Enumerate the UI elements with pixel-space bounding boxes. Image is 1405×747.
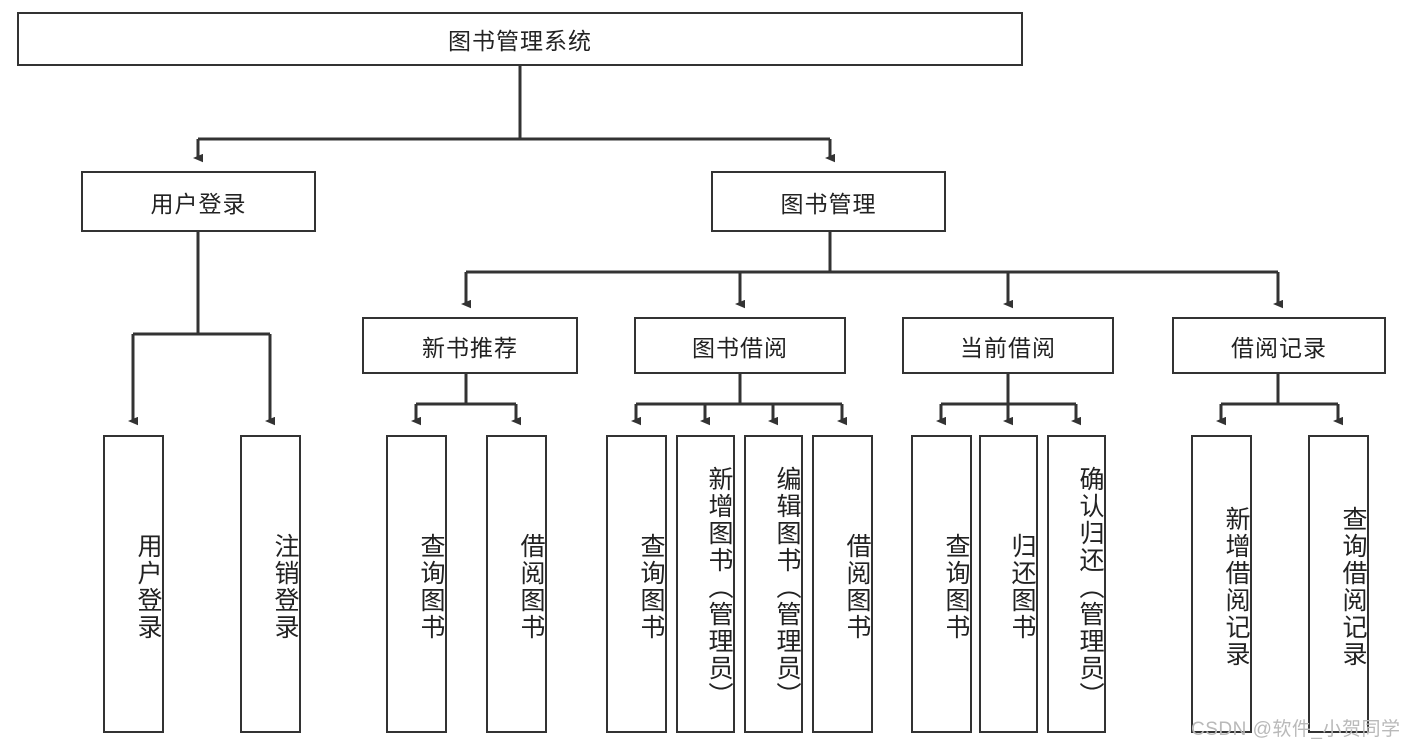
node-borrow-records[interactable]: 借阅记录: [1172, 317, 1386, 374]
leaf-borrow-book-new-label: 借阅图书: [517, 533, 545, 641]
node-book-management-label: 图书管理: [780, 190, 877, 217]
leaf-add-book-admin-label: 新增图书（管理员）: [705, 465, 733, 709]
node-root-label: 图书管理系统: [448, 28, 592, 54]
leaf-query-borrow-record[interactable]: 查询借阅记录: [1308, 435, 1369, 733]
leaf-add-book-admin[interactable]: 新增图书（管理员）: [676, 435, 735, 733]
leaf-add-borrow-record[interactable]: 新增借阅记录: [1191, 435, 1252, 733]
node-root[interactable]: 图书管理系统: [17, 12, 1023, 66]
leaf-query-book-current-label: 查询图书: [942, 533, 970, 641]
node-new-book-recommend-label: 新书推荐: [422, 334, 518, 361]
node-book-borrow-label: 图书借阅: [692, 334, 788, 361]
node-book-borrow[interactable]: 图书借阅: [634, 317, 846, 374]
leaf-add-borrow-record-label: 新增借阅记录: [1222, 506, 1250, 668]
node-current-borrow[interactable]: 当前借阅: [902, 317, 1114, 374]
leaf-borrow-book[interactable]: 借阅图书: [812, 435, 873, 733]
node-borrow-records-label: 借阅记录: [1231, 334, 1327, 361]
leaf-logout-label: 注销登录: [271, 533, 299, 641]
leaf-logout[interactable]: 注销登录: [240, 435, 301, 733]
leaf-edit-book-admin-label: 编辑图书（管理员）: [773, 465, 801, 709]
node-user-login-label: 用户登录: [150, 190, 247, 217]
leaf-confirm-return-admin-label: 确认归还（管理员）: [1076, 465, 1104, 709]
node-current-borrow-label: 当前借阅: [960, 334, 1056, 361]
leaf-query-borrow-record-label: 查询借阅记录: [1339, 506, 1367, 668]
leaf-query-book-borrow-label: 查询图书: [637, 533, 665, 641]
leaf-return-book[interactable]: 归还图书: [979, 435, 1038, 733]
leaf-borrow-book-new[interactable]: 借阅图书: [486, 435, 547, 733]
leaf-borrow-book-label: 借阅图书: [843, 533, 871, 641]
leaf-return-book-label: 归还图书: [1008, 533, 1036, 641]
node-user-login[interactable]: 用户登录: [81, 171, 316, 232]
leaf-confirm-return-admin[interactable]: 确认归还（管理员）: [1047, 435, 1106, 733]
watermark: CSDN @软件_小贺同学: [1191, 719, 1401, 740]
leaf-edit-book-admin[interactable]: 编辑图书（管理员）: [744, 435, 803, 733]
leaf-user-login-label: 用户登录: [134, 533, 162, 641]
node-new-book-recommend[interactable]: 新书推荐: [362, 317, 578, 374]
leaf-user-login[interactable]: 用户登录: [103, 435, 164, 733]
node-book-management[interactable]: 图书管理: [711, 171, 946, 232]
leaf-query-book-borrow[interactable]: 查询图书: [606, 435, 667, 733]
leaf-query-book-current[interactable]: 查询图书: [911, 435, 972, 733]
leaf-query-book-new-label: 查询图书: [417, 533, 445, 641]
leaf-query-book-new[interactable]: 查询图书: [386, 435, 447, 733]
